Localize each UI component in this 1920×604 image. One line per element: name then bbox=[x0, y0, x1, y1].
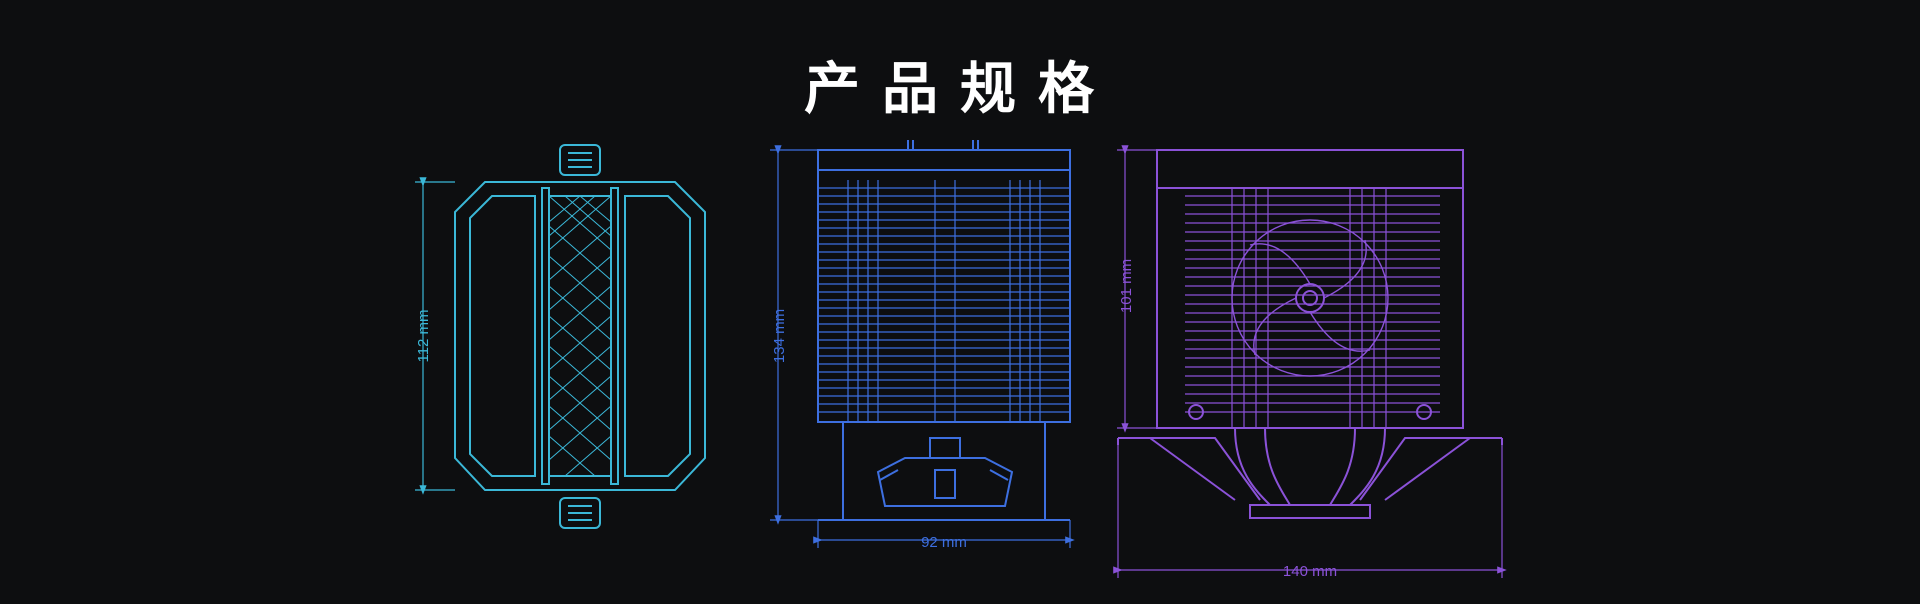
dimension-label-112mm: 112 mm bbox=[415, 309, 432, 362]
dimension-label-101mm: 101 mm bbox=[1118, 259, 1135, 313]
dimension-line-134 bbox=[770, 145, 843, 525]
page-title: 产品规格 bbox=[804, 57, 1116, 122]
side-view-drawing bbox=[817, 140, 1071, 521]
dimension-label-134mm: 134 mm bbox=[771, 309, 788, 363]
dimension-label-92mm: 92 mm bbox=[921, 534, 967, 551]
side-view-fins bbox=[818, 180, 1070, 422]
dimension-line-112 bbox=[415, 177, 455, 495]
dimension-line-140 bbox=[1113, 445, 1507, 578]
front-view-drawing bbox=[1117, 149, 1503, 519]
dimension-line-101 bbox=[1117, 145, 1157, 433]
dimension-label-140mm: 140 mm bbox=[1283, 563, 1337, 580]
top-view-drawing bbox=[454, 144, 706, 529]
front-view-fins bbox=[1185, 188, 1440, 428]
dimension-line-92 bbox=[813, 520, 1075, 548]
